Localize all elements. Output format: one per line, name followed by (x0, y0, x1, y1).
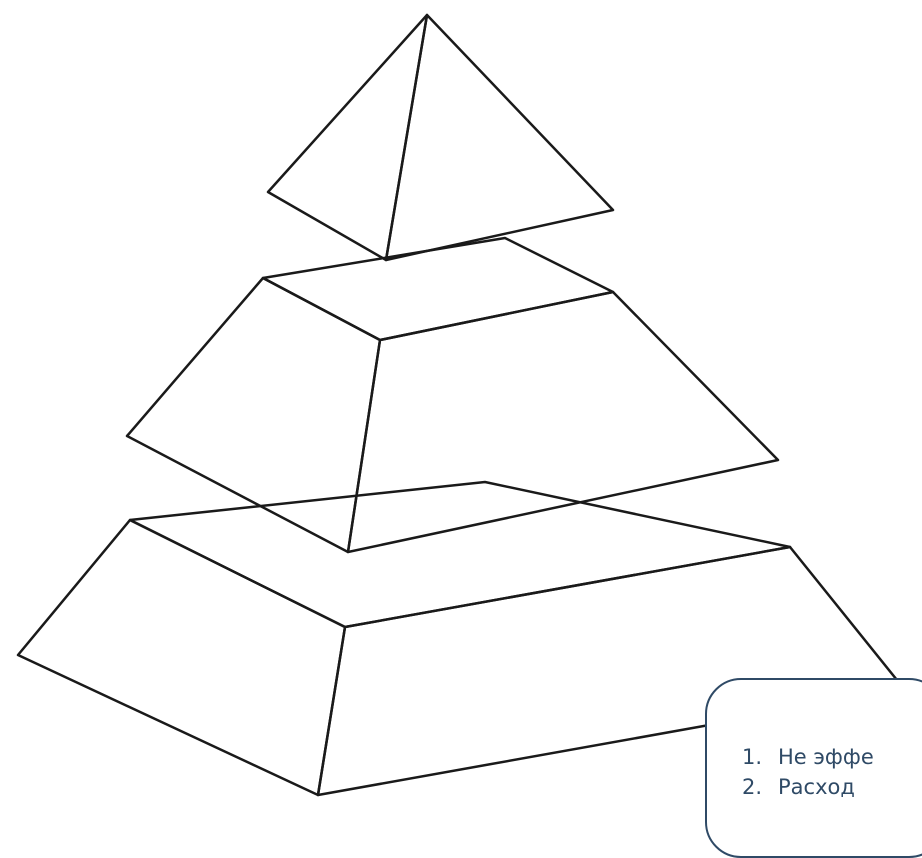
middle-tier (127, 238, 778, 552)
top-tier-left-face (268, 15, 427, 260)
list-item-number: 1. (742, 742, 778, 772)
middle-tier-top-face (263, 238, 613, 340)
callout-list: 1. Не эффе 2. Расход (742, 742, 874, 802)
list-item-number: 2. (742, 772, 778, 802)
bottom-tier-left-face (18, 520, 345, 795)
list-item: 2. Расход (742, 772, 874, 802)
middle-tier-left-face (127, 278, 380, 552)
top-tier (268, 15, 613, 260)
top-tier-right-face (386, 15, 613, 260)
middle-tier-right-face (348, 292, 778, 552)
list-item-text: Расход (778, 772, 855, 802)
list-item: 1. Не эффе (742, 742, 874, 772)
list-item-text: Не эффе (778, 742, 874, 772)
